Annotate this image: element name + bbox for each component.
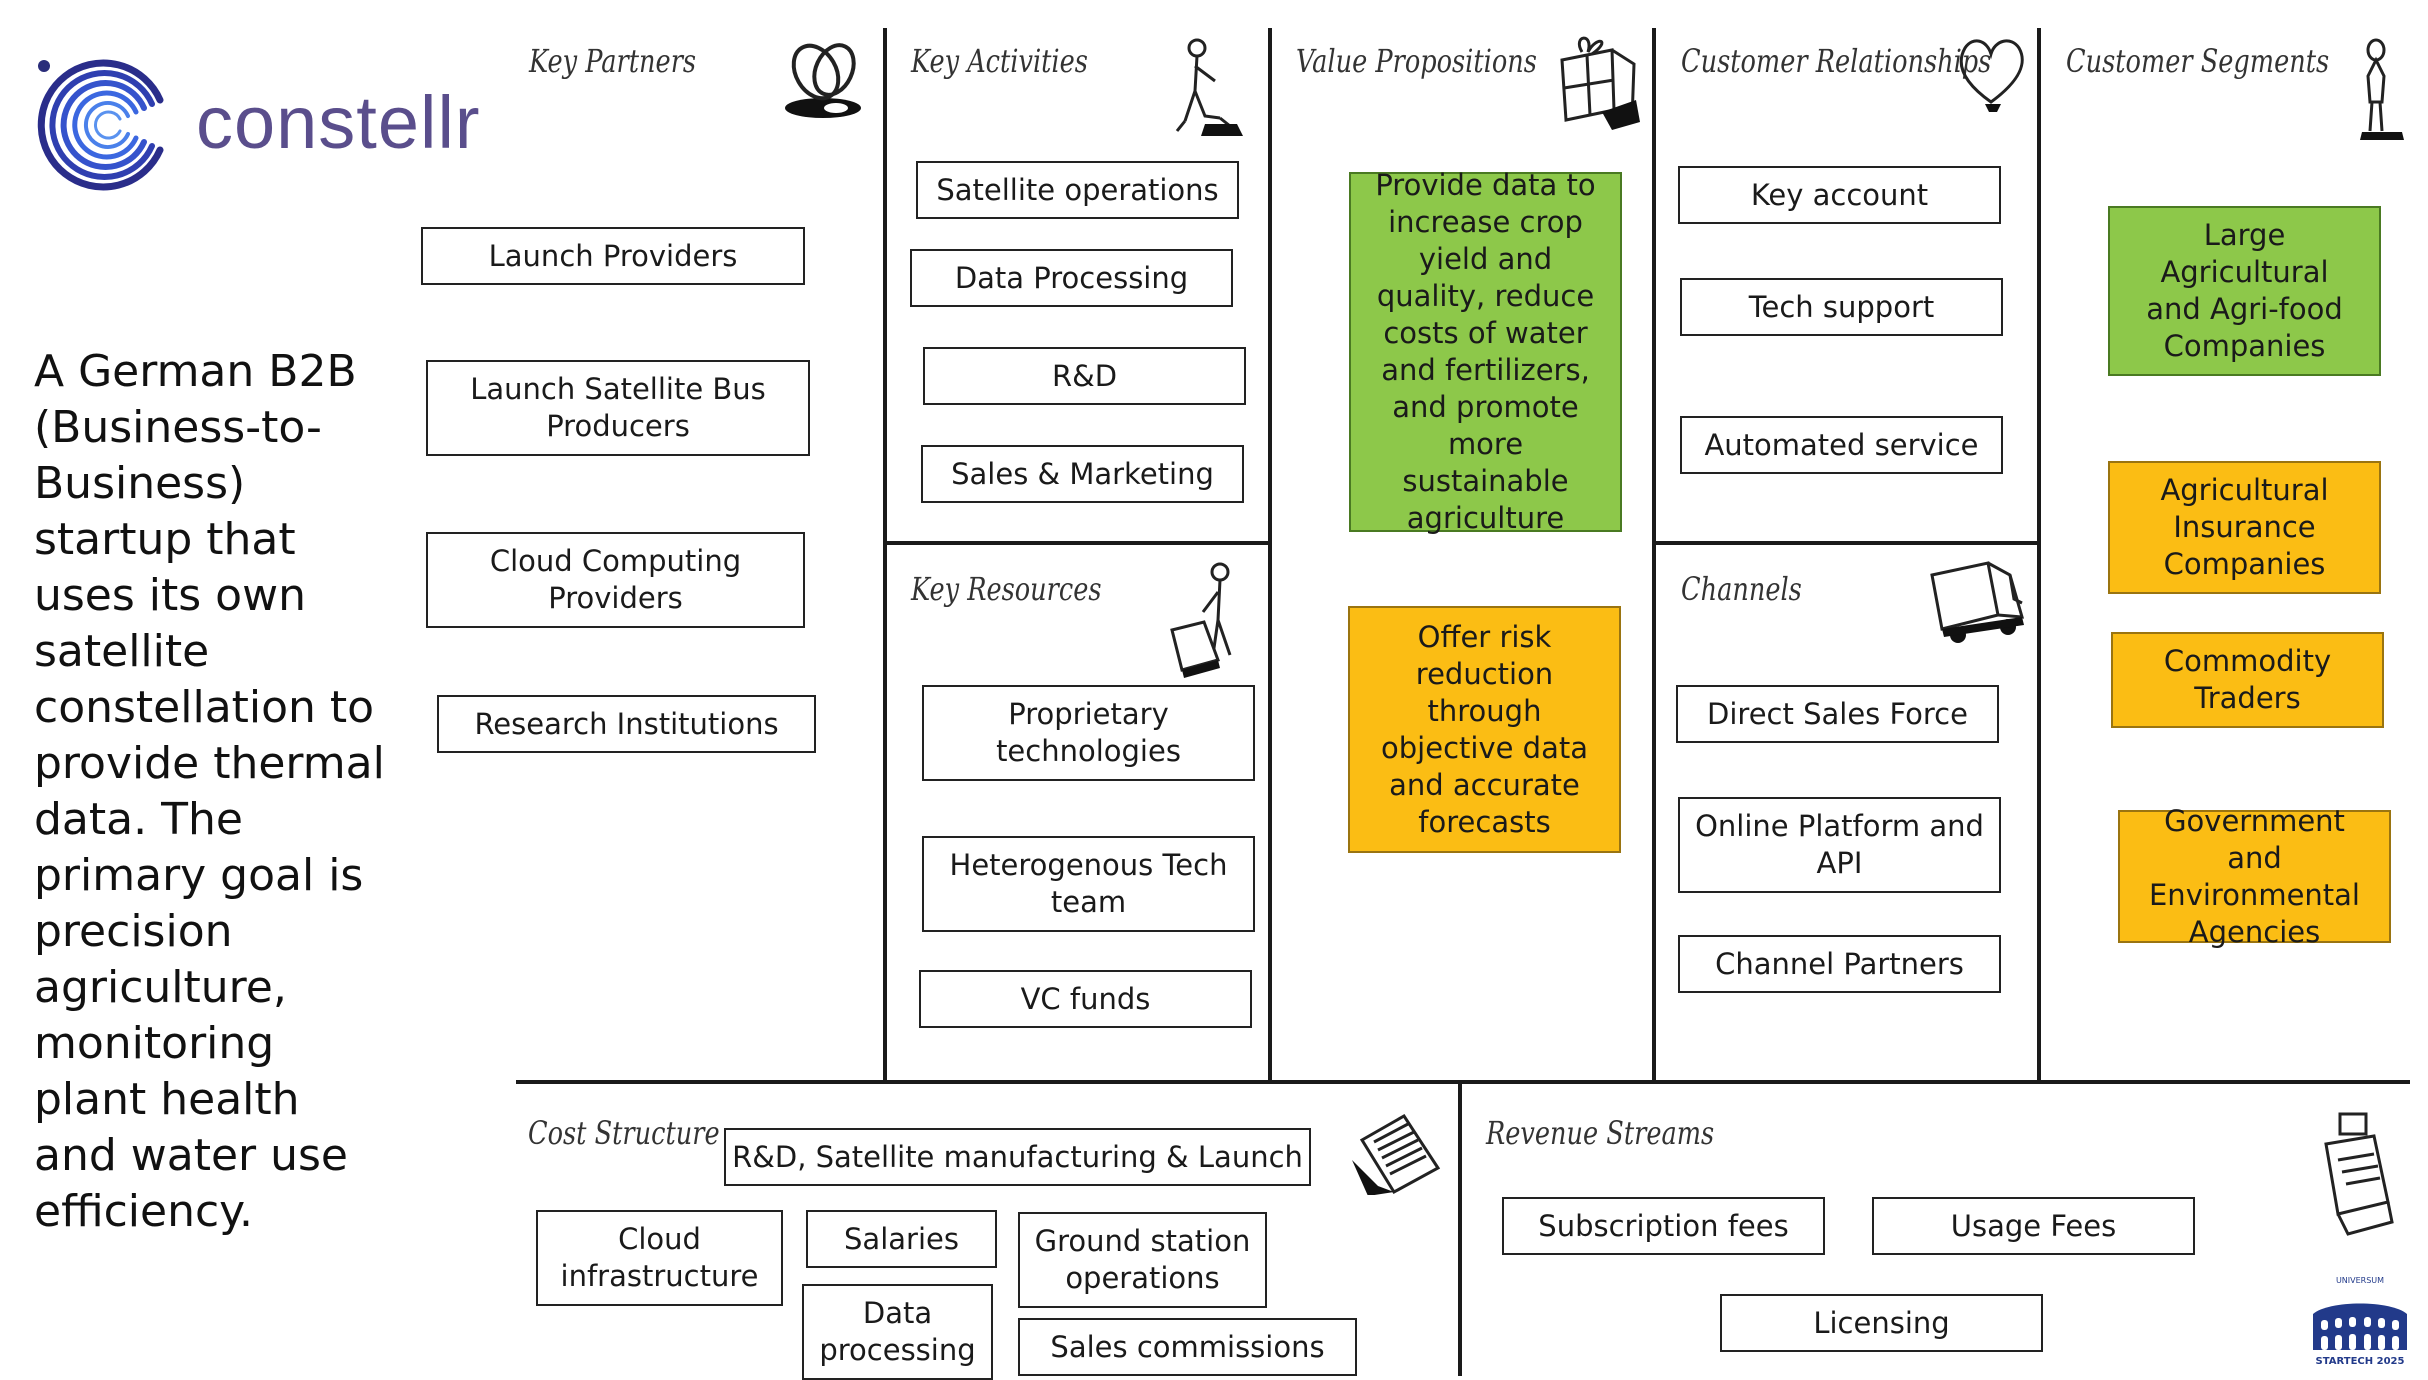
key-activity-data-processing: Data Processing xyxy=(910,249,1233,307)
cost-ground-station: Ground station operations xyxy=(1018,1212,1267,1308)
startech-logo-bottom-text: STARTECH 2025 xyxy=(2315,1356,2405,1367)
startech-logo: UNIVERSUM STARTECH 2025 xyxy=(2305,1276,2415,1376)
worker-icon xyxy=(1175,38,1243,136)
key-resource-vc-funds: VC funds xyxy=(919,970,1252,1028)
revenue-subscription: Subscription fees xyxy=(1502,1197,1825,1255)
key-partner-research: Research Institutions xyxy=(437,695,816,753)
segment-agri-food-companies: Large Agricultural and Agri-food Compani… xyxy=(2108,206,2381,376)
colosseum-icon xyxy=(2313,1303,2407,1350)
revenue-licensing: Licensing xyxy=(1720,1294,2043,1352)
cash-register-icon xyxy=(2324,1112,2394,1236)
divider-bottom xyxy=(516,1080,2410,1084)
cost-structure-title: Cost Structure xyxy=(528,1114,720,1152)
segment-government: Government and Environmental Agencies xyxy=(2118,804,2391,949)
cost-salaries: Salaries xyxy=(806,1210,997,1268)
divider-vp-cr xyxy=(1652,28,1656,1080)
customer-segments-title: Customer Segments xyxy=(2066,42,2330,80)
key-resource-proprietary-tech: Proprietary technologies xyxy=(922,685,1255,781)
channel-online-platform: Online Platform and API xyxy=(1678,797,2001,893)
divider-cost-revenue xyxy=(1458,1080,1462,1376)
company-description: A German B2B (Business-to-Business) star… xyxy=(34,346,385,1237)
key-activity-sales-marketing: Sales & Marketing xyxy=(921,445,1244,503)
channel-partners: Channel Partners xyxy=(1678,935,2001,993)
channels-title: Channels xyxy=(1681,570,1802,608)
value-prop-crop-yield: Provide data to increase crop yield and … xyxy=(1349,168,1622,535)
customer-relationships-title: Customer Relationships xyxy=(1681,42,1992,80)
segment-insurance: Agricultural Insurance Companies xyxy=(2108,461,2381,594)
receipt-icon xyxy=(1352,1113,1441,1195)
key-partner-cloud-computing: Cloud Computing Providers xyxy=(426,532,805,628)
customer-rel-key-account: Key account xyxy=(1678,166,2001,224)
gift-icon xyxy=(1560,36,1640,130)
heart-icon xyxy=(1959,39,2024,112)
cost-rnd-satellite-launch: R&D, Satellite manufacturing & Launch xyxy=(724,1128,1311,1186)
resources-icon xyxy=(1170,562,1232,678)
channel-direct-sales: Direct Sales Force xyxy=(1676,685,1999,743)
key-partners-title: Key Partners xyxy=(529,42,697,80)
value-prop-risk-reduction: Offer risk reduction through objective d… xyxy=(1348,606,1621,853)
value-propositions-title: Value Propositions xyxy=(1296,42,1537,80)
customer-rel-tech-support: Tech support xyxy=(1680,278,2003,336)
divider-cr-cs xyxy=(2037,28,2041,1080)
key-partner-launch-providers: Launch Providers xyxy=(421,227,805,285)
key-activity-rnd: R&D xyxy=(923,347,1246,405)
cost-data-processing: Data processing xyxy=(802,1284,993,1380)
truck-icon xyxy=(1930,561,2025,643)
cost-sales-commissions: Sales commissions xyxy=(1018,1318,1357,1376)
revenue-streams-title: Revenue Streams xyxy=(1486,1114,1715,1152)
divider-cr-ch xyxy=(1652,541,2041,545)
cost-cloud-infrastructure: Cloud infrastructure xyxy=(536,1210,783,1306)
divider-ka-kr xyxy=(883,541,1272,545)
divider-kp-ka xyxy=(883,28,887,1080)
brand-name: constellr xyxy=(196,81,481,164)
startech-logo-top-text: UNIVERSUM xyxy=(2335,1276,2385,1285)
key-resources-title: Key Resources xyxy=(911,570,1102,608)
key-activities-title: Key Activities xyxy=(911,42,1088,80)
constellr-logo-mark xyxy=(37,59,164,191)
key-activity-satellite-ops: Satellite operations xyxy=(916,161,1239,219)
divider-ka-vp xyxy=(1268,28,1272,1080)
revenue-usage-fees: Usage Fees xyxy=(1872,1197,2195,1255)
customer-rel-automated-service: Automated service xyxy=(1680,416,2003,474)
key-resource-tech-team: Heterogenous Tech team xyxy=(922,836,1255,932)
constellr-logo: constellr xyxy=(30,50,490,200)
key-partner-satellite-bus: Launch Satellite Bus Producers xyxy=(426,360,810,456)
links-icon xyxy=(785,43,861,118)
person-icon xyxy=(2360,38,2404,140)
segment-commodity-traders: Commodity Traders xyxy=(2111,632,2384,728)
